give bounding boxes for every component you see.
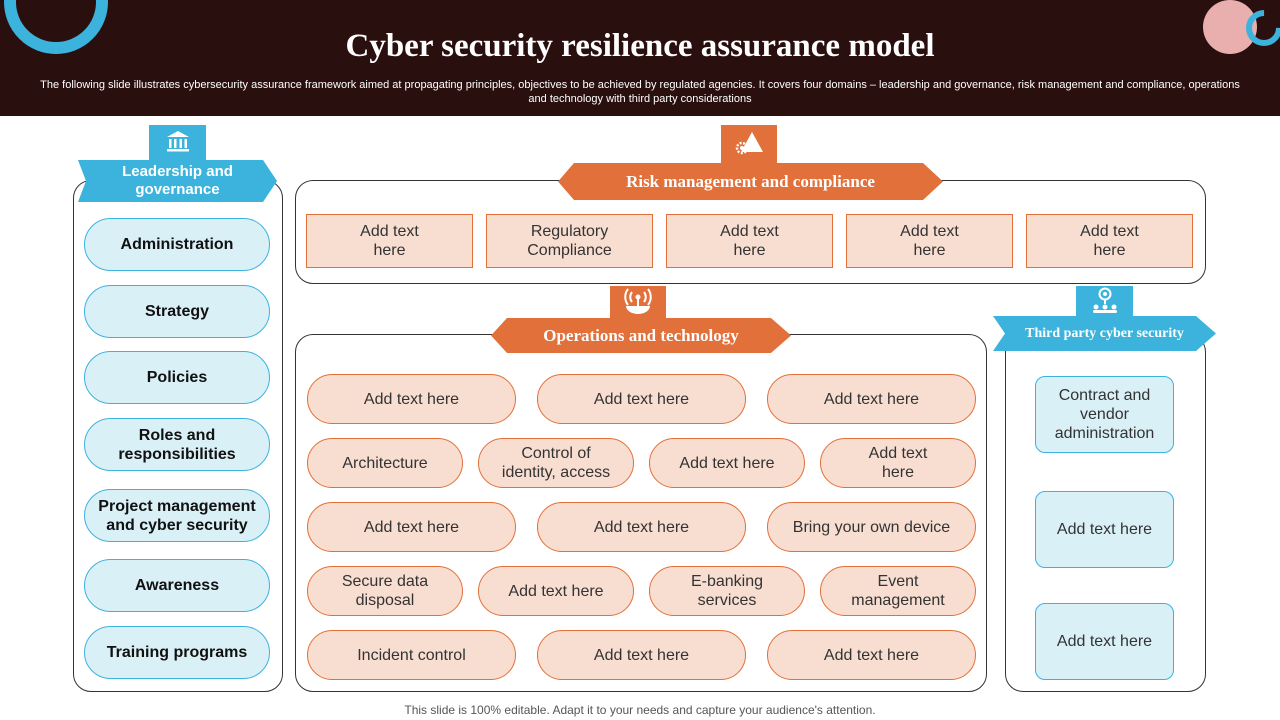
header-band: Cyber security resilience assurance mode… (0, 0, 1280, 116)
operations-item: Add text here (767, 374, 976, 424)
leadership-item-awareness: Awareness (84, 559, 270, 612)
operations-item: Add text here (767, 630, 976, 680)
network-tower-icon (623, 287, 653, 321)
leadership-banner: Leadership and governance (78, 160, 277, 202)
leadership-item-roles: Roles and responsibilities (84, 418, 270, 471)
third-party-banner: Third party cyber security (993, 316, 1216, 351)
risk-item: Add text here (666, 214, 833, 268)
operations-item-byod: Bring your own device (767, 502, 976, 552)
third-party-item: Add text here (1035, 603, 1174, 680)
operations-item-incident-control: Incident control (307, 630, 516, 680)
third-party-icon-tab (1076, 286, 1133, 319)
risk-item: Add text here (846, 214, 1013, 268)
third-party-item: Add text here (1035, 491, 1174, 568)
risk-item-regulatory-compliance: Regulatory Compliance (486, 214, 653, 268)
leadership-title: Leadership and governance (122, 163, 233, 198)
leadership-item-strategy: Strategy (84, 285, 270, 338)
operations-icon-tab (610, 286, 666, 322)
operations-item-architecture: Architecture (307, 438, 463, 488)
operations-item-e-banking: E-banking services (649, 566, 805, 616)
user-network-icon (1091, 287, 1119, 318)
risk-banner: Risk management and compliance (558, 163, 943, 200)
risk-icon-tab (721, 125, 777, 165)
third-party-item-contract: Contract and vendor administration (1035, 376, 1174, 453)
operations-item-identity-access: Control of identity, access (478, 438, 634, 488)
operations-item: Add text here (537, 374, 746, 424)
operations-item-secure-data-disposal: Secure data disposal (307, 566, 463, 616)
risk-item: Add text here (1026, 214, 1193, 268)
slide-title: Cyber security resilience assurance mode… (345, 28, 935, 64)
operations-item-event-management: Event management (820, 566, 976, 616)
risk-item: Add text here (306, 214, 473, 268)
leadership-item-administration: Administration (84, 218, 270, 271)
third-party-title: Third party cyber security (1025, 325, 1184, 341)
operations-item: Add text here (307, 374, 516, 424)
leadership-item-training: Training programs (84, 626, 270, 679)
risk-title: Risk management and compliance (626, 171, 875, 191)
government-building-icon (165, 129, 191, 158)
operations-item: Add text here (307, 502, 516, 552)
warning-gear-icon (734, 130, 764, 161)
leadership-item-policies: Policies (84, 351, 270, 404)
operations-item: Add text here (537, 502, 746, 552)
footer-note: This slide is 100% editable. Adapt it to… (404, 703, 876, 717)
operations-item: Add text here (820, 438, 976, 488)
operations-item: Add text here (537, 630, 746, 680)
leadership-item-project-management: Project management and cyber security (84, 489, 270, 542)
operations-banner: Operations and technology (491, 318, 791, 353)
decorative-circle (1203, 0, 1257, 54)
leadership-icon-tab (149, 125, 206, 162)
operations-title: Operations and technology (543, 325, 739, 345)
slide-subtitle: The following slide illustrates cybersec… (40, 79, 1240, 105)
operations-item: Add text here (649, 438, 805, 488)
operations-item: Add text here (478, 566, 634, 616)
